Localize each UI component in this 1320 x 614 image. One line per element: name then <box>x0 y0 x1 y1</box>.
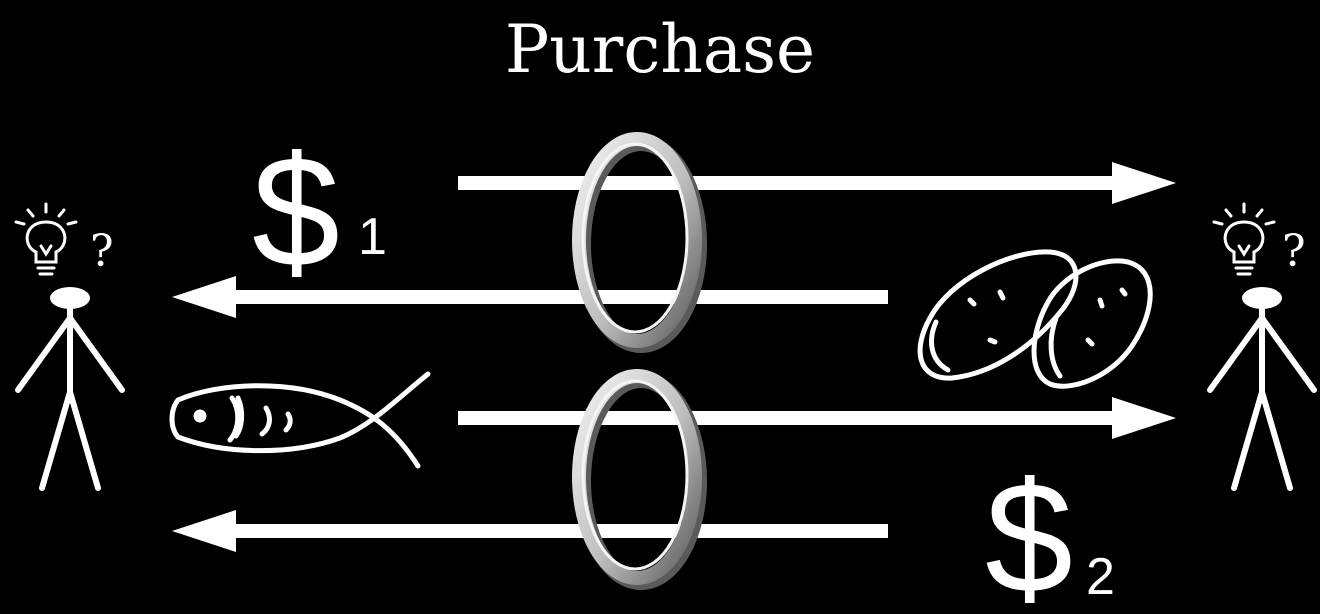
lightbulb-icon <box>16 204 76 274</box>
ring-icon <box>579 139 699 345</box>
dollar-sign-1: $ <box>252 124 340 300</box>
diagram-title: Purchase <box>505 11 815 88</box>
stick-figure-left <box>18 287 122 488</box>
arrow-goods-2 <box>458 397 1176 439</box>
arrow-payment-2 <box>172 510 888 552</box>
price-label-1: $ 1 <box>252 124 387 300</box>
subscript-1: 1 <box>358 208 387 266</box>
arrow-payment-1 <box>458 162 1176 204</box>
price-label-2: $ 2 <box>985 450 1115 614</box>
right-agent-figure: ? <box>1210 204 1314 488</box>
lightbulb-icon <box>1214 204 1274 274</box>
fish-icon <box>172 374 428 466</box>
subscript-2: 2 <box>1086 548 1115 606</box>
question-mark-right: ? <box>1282 226 1306 277</box>
question-mark-left: ? <box>90 226 114 277</box>
stick-figure-right <box>1210 287 1314 488</box>
left-agent-figure: ? <box>16 204 122 488</box>
ring-icon <box>579 376 699 582</box>
potatoes-icon <box>920 252 1150 386</box>
dollar-sign-2: $ <box>985 450 1073 614</box>
